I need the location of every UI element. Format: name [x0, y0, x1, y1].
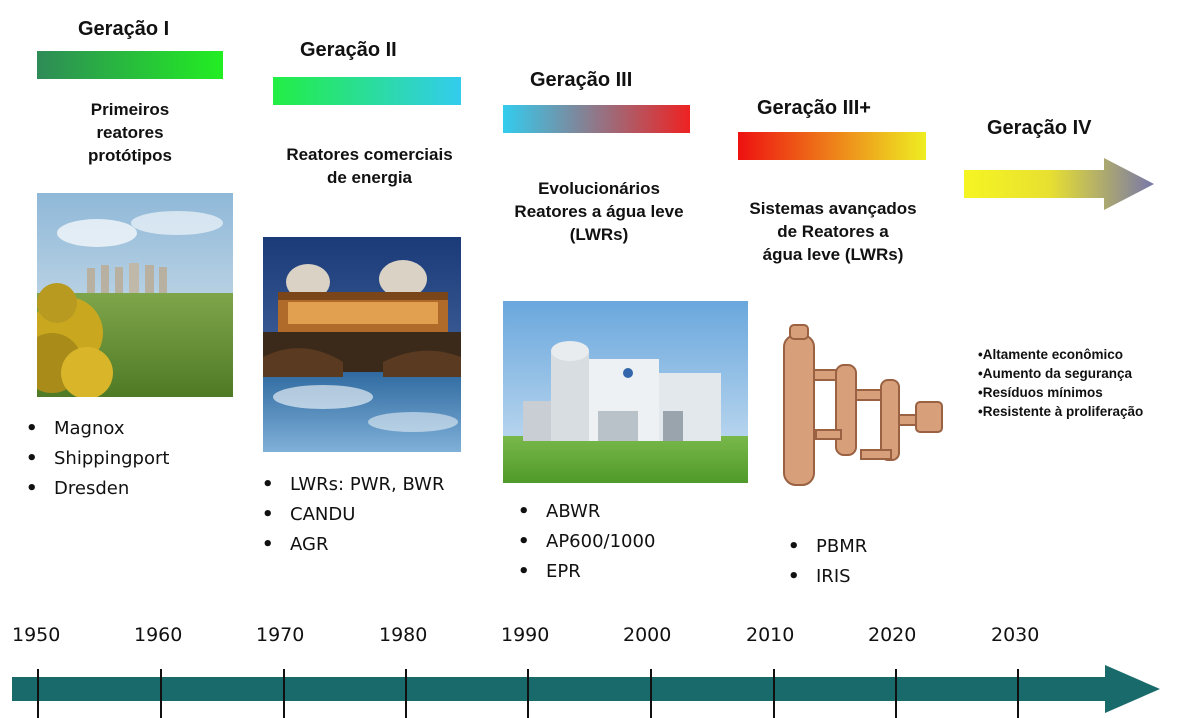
year-label: 2000: [623, 624, 672, 646]
list-item: AP600/1000: [518, 527, 655, 557]
gen2-reactor-list: LWRs: PWR, BWR CANDU AGR: [262, 470, 444, 560]
gen1-title: Geração I: [78, 18, 170, 40]
list-item: CANDU: [262, 500, 444, 530]
gen3-description: Evolucionários Reatores a água leve (LWR…: [514, 179, 684, 244]
gen4-title: Geração IV: [987, 117, 1092, 139]
year-label: 2010: [746, 624, 795, 646]
gen3plus-description: Sistemas avançados de Reatores a água le…: [749, 199, 917, 264]
list-item: Dresden: [26, 474, 169, 504]
gen2-title: Geração II: [300, 39, 397, 61]
list-item: PBMR: [788, 532, 867, 562]
list-item: Resistente à proliferação: [978, 402, 1144, 421]
list-item: Magnox: [26, 414, 169, 444]
gen2-bar: [273, 77, 461, 105]
gen1-photo: [37, 193, 233, 397]
timeline-arrow: [12, 665, 1160, 718]
gen4-arrow: [964, 158, 1154, 210]
year-label: 1980: [379, 624, 428, 646]
gen3-bar: [503, 105, 690, 133]
gen1-bar: [37, 51, 223, 79]
gen1-reactor-list: Magnox Shippingport Dresden: [26, 414, 169, 504]
list-item: IRIS: [788, 562, 867, 592]
gen3-title: Geração III: [530, 69, 633, 91]
timeline-arrow-shape: [12, 665, 1160, 713]
gen3plus-photo: [776, 320, 961, 496]
year-label: 1990: [501, 624, 550, 646]
gen3plus-title: Geração III+: [757, 97, 871, 119]
gen3-reactor-list: ABWR AP600/1000 EPR: [518, 497, 655, 587]
list-item: AGR: [262, 530, 444, 560]
gen3-photo: [503, 301, 748, 483]
list-item: Shippingport: [26, 444, 169, 474]
year-label: 2020: [868, 624, 917, 646]
gen3plus-bar: [738, 132, 926, 160]
year-label: 2030: [991, 624, 1040, 646]
year-label: 1950: [12, 624, 61, 646]
list-item: LWRs: PWR, BWR: [262, 470, 444, 500]
gen2-description: Reatores comerciais de energia: [286, 145, 453, 187]
year-label: 1960: [134, 624, 183, 646]
gen4-feature-list: Altamente econômico Aumento da segurança…: [978, 345, 1144, 421]
list-item: Altamente econômico: [978, 345, 1143, 364]
list-item: Resíduos mínimos: [978, 383, 1143, 402]
list-item: EPR: [518, 557, 655, 587]
year-label: 1970: [256, 624, 305, 646]
gen1-description: Primeiros reatores protótipos: [87, 100, 173, 165]
gen2-photo: [263, 237, 461, 452]
list-item: ABWR: [518, 497, 655, 527]
list-item: Aumento da segurança: [978, 364, 1143, 383]
gen3plus-reactor-list: PBMR IRIS: [788, 532, 867, 592]
